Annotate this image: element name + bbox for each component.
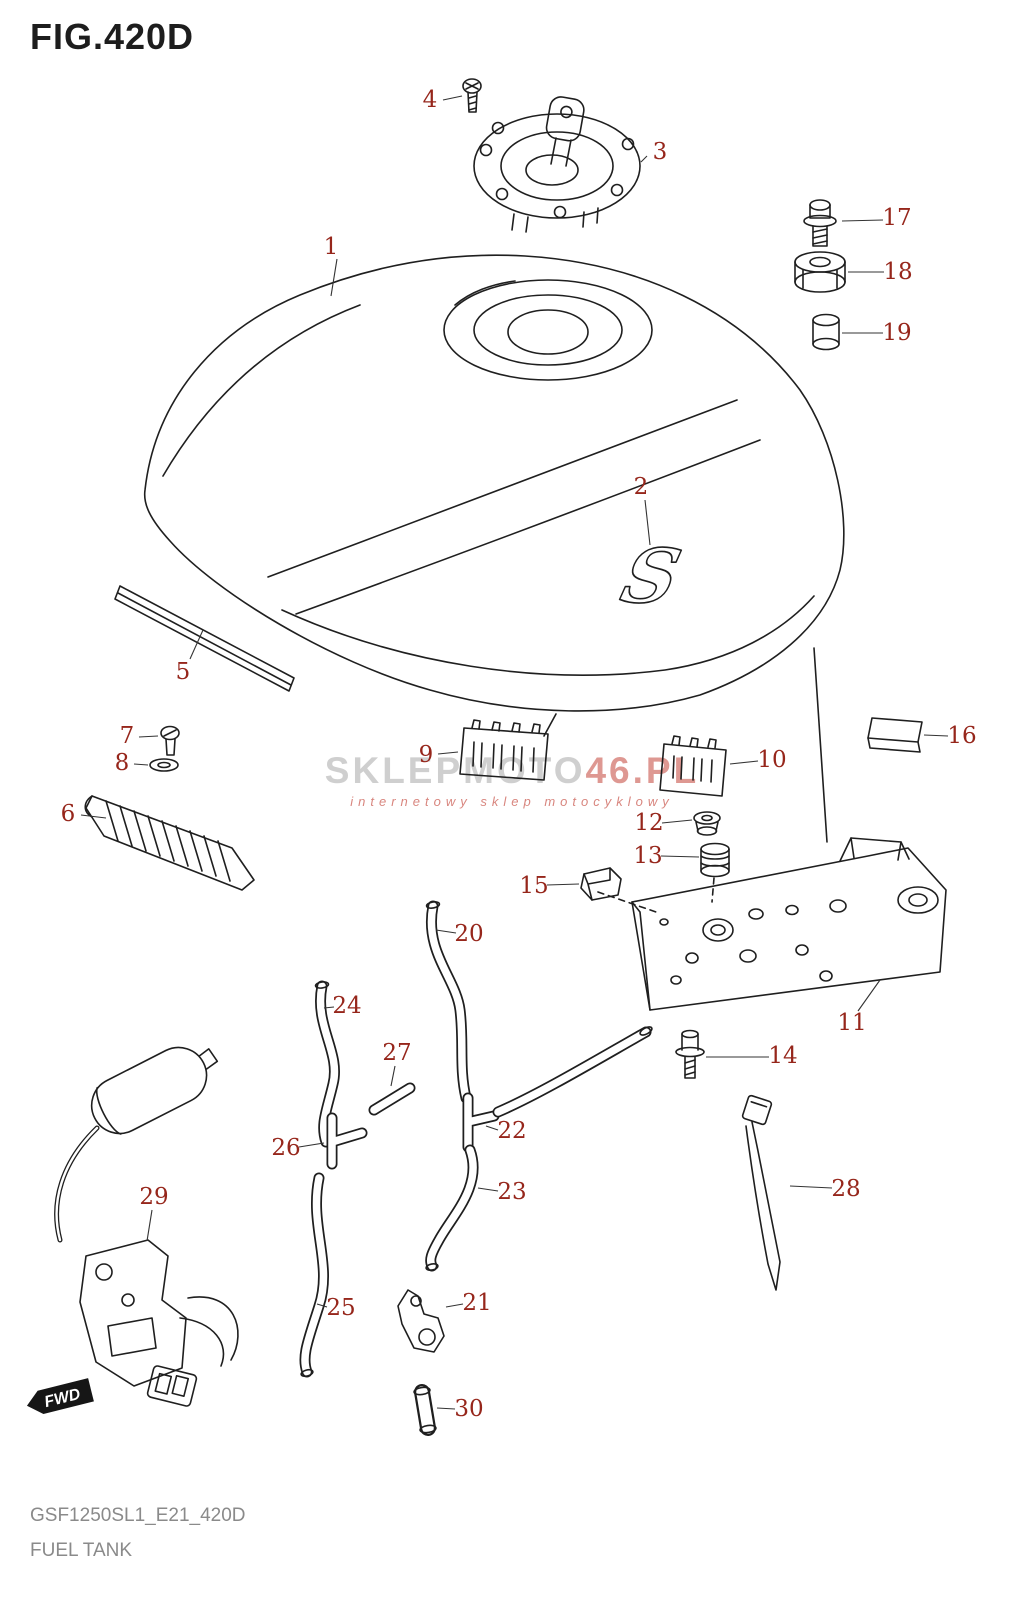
cushion-front-drawing [459,719,549,781]
fuel-gauge-drawing [54,1046,239,1407]
tank-emblem: S [613,531,690,620]
leader-line-29 [146,1209,153,1242]
mount-plate-drawing [631,837,947,1011]
leader-line-27 [390,1065,396,1087]
fuel-tank-drawing: S [143,254,845,843]
leader-line-6 [80,814,107,819]
fwd-marker: FWD [26,1378,94,1414]
leader-line-5 [189,629,204,660]
leader-line-2 [644,499,651,546]
tank-logo: S [614,532,689,620]
figure-title: FIG.420D [30,16,195,57]
leader-line-3 [640,155,648,163]
tank-cushion-strip-drawing [114,585,295,692]
leader-line-21 [445,1303,464,1308]
alignment-dash-lines [597,877,715,913]
hose-27-drawing [374,1088,410,1110]
joint-26-drawing [332,1118,362,1164]
leader-line-30 [436,1407,456,1410]
drawing-code: GSF1250SL1_E21_420D [30,1505,246,1526]
cable-tie-drawing [741,1094,781,1291]
fuel-hose-24-drawing [314,981,334,1142]
cap-bolt-drawing [462,78,482,113]
small-grommet-drawing [693,811,721,836]
leader-line-17 [841,219,884,222]
joint-22-drawing [468,1026,653,1147]
leader-line-10 [729,760,759,765]
leader-line-13 [660,855,700,858]
leader-line-11 [857,979,881,1012]
clamp-bracket-drawing [397,1289,445,1353]
fuel-hose-25-drawing [300,1178,323,1377]
leader-line-15 [546,883,580,886]
pad-drawing [867,717,923,753]
leader-line-9 [437,751,459,755]
leader-line-16 [923,734,949,737]
leader-line-24 [323,1006,335,1009]
drawing-caption: FUEL TANK [30,1540,133,1561]
tube-30-drawing [413,1386,437,1433]
leader-line-22 [485,1125,499,1131]
leader-line-28 [789,1185,833,1189]
leader-line-26 [298,1142,325,1148]
leader-line-12 [661,819,693,824]
fuel-hose-23-drawing [426,1150,474,1271]
rubber-cushion-drawing [700,842,730,878]
spacer-drawing [812,313,840,351]
leader-line-7 [138,735,159,738]
heat-shield-drawing [84,795,255,891]
fuel-cap-drawing [473,96,641,233]
cushion-rear-drawing [659,735,727,797]
flange-bolt-drawing [675,1029,705,1079]
screw-drawing [160,725,180,756]
leader-line-8 [133,763,149,766]
leader-line-1 [330,258,338,297]
rubber-grommet-drawing [794,251,846,293]
fuel-hose-20-drawing [425,901,466,1098]
leader-line-25 [316,1303,328,1308]
leader-line-23 [477,1187,499,1192]
washer-drawing [149,758,179,772]
mount-bolt-drawing [803,199,837,247]
leader-line-20 [435,929,457,934]
leader-line-4 [442,95,463,101]
clip-drawing [580,867,622,901]
key-drawing [545,96,585,142]
leader-lines [80,95,949,1410]
